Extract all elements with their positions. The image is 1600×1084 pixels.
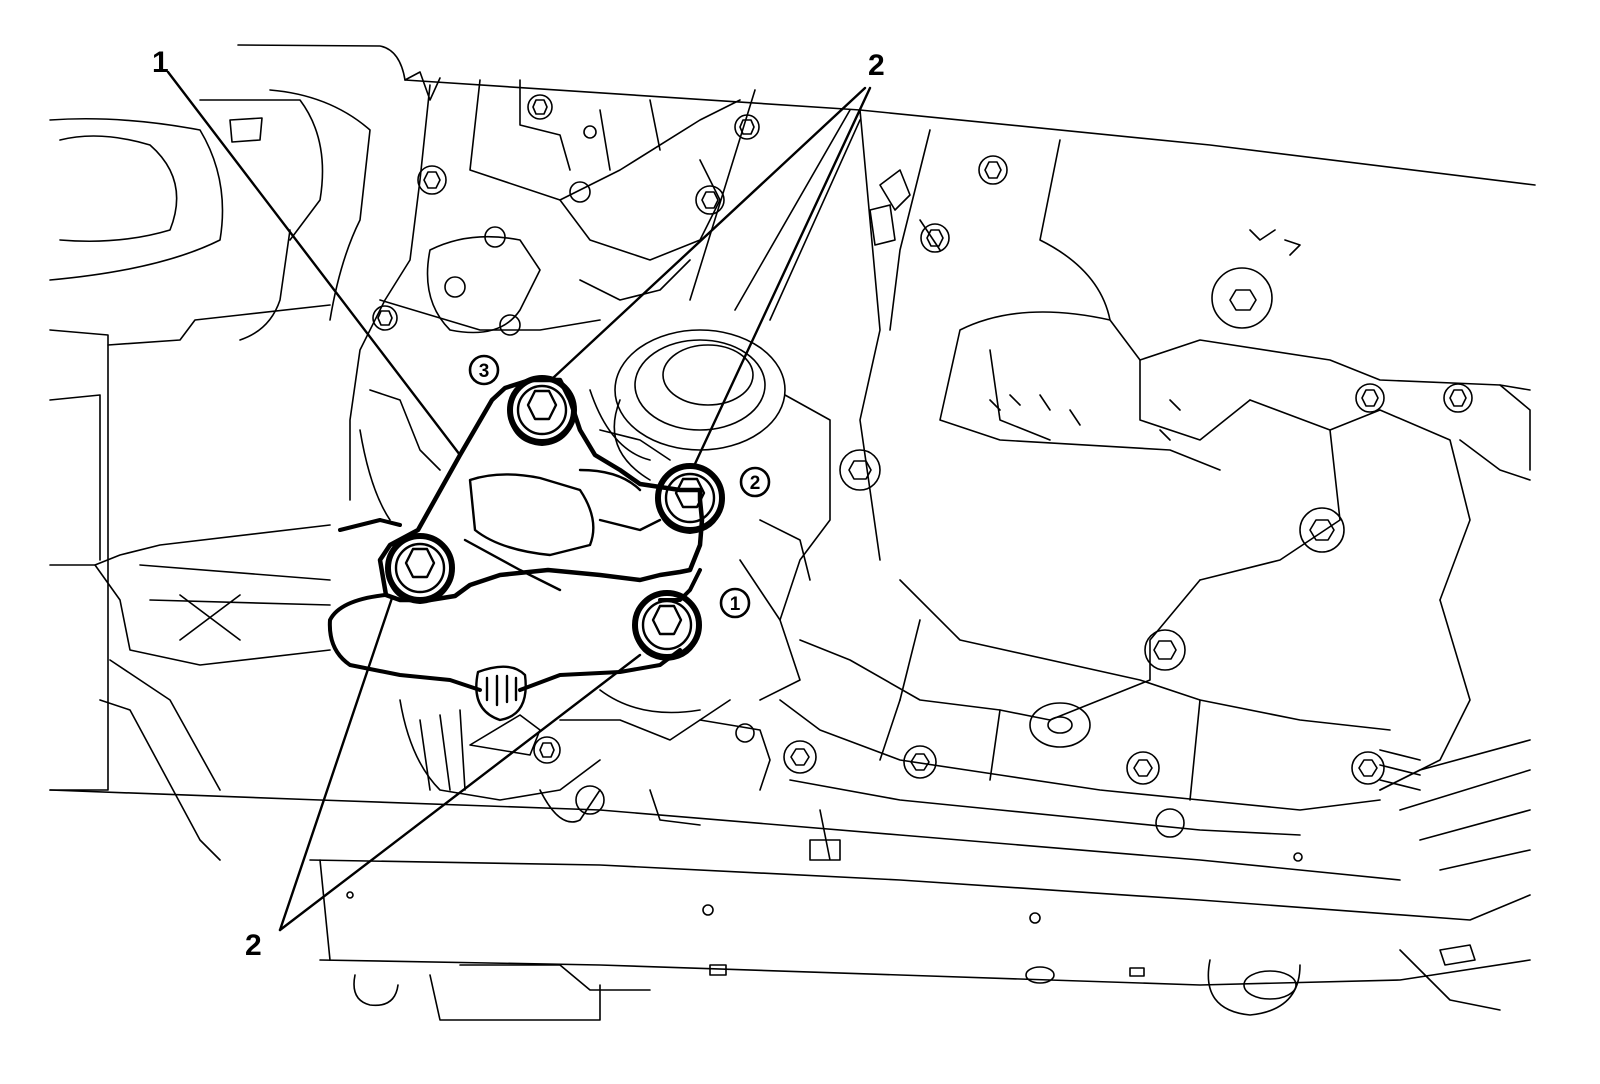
sequence-marker-third: 3 <box>468 354 500 386</box>
bolt-bg-2 <box>695 185 725 215</box>
leader-bolt-bottom-a <box>278 596 394 932</box>
sequence-label-second: 2 <box>750 473 761 494</box>
sequence-marker-second: 2 <box>739 466 771 498</box>
cover-bolt-first <box>632 590 702 661</box>
leader-cover <box>166 70 462 457</box>
callout-bolts-bottom: 2 <box>245 929 262 962</box>
sequence-label-first: 1 <box>730 594 741 615</box>
bolt-bg-1 <box>417 165 447 195</box>
bolt-bg-15 <box>533 736 561 764</box>
callout-bolts-top: 2 <box>868 49 885 82</box>
callout-cover: 1 <box>152 46 169 79</box>
vehicle-line-art <box>49 44 1536 1021</box>
bolt-bg-7 <box>1299 507 1345 553</box>
tightening-sequence: 3 2 1 <box>468 354 771 619</box>
cover-bolt-second <box>655 463 725 534</box>
bolt-bg-16 <box>527 94 553 120</box>
background-bolts <box>372 94 1473 785</box>
bolt-bg-10 <box>1443 383 1473 413</box>
bolt-bg-9 <box>1355 383 1385 413</box>
leader-lines <box>166 70 872 932</box>
cover-bolt-left <box>385 533 455 604</box>
callout-labels: 1 2 2 <box>152 46 885 962</box>
bolt-bg-11 <box>783 740 817 774</box>
sequence-label-third: 3 <box>479 361 490 382</box>
bolt-bg-14 <box>1351 751 1385 785</box>
bolt-bg-3 <box>372 305 398 331</box>
bolt-bg-12 <box>903 745 937 779</box>
leader-bolt-top-b <box>692 86 872 468</box>
bolt-bg-13 <box>1126 751 1160 785</box>
bolt-bg-5 <box>920 223 950 253</box>
cover-bolt-third <box>507 375 577 446</box>
cover-bolts <box>385 375 725 661</box>
bolt-bg-4 <box>978 155 1008 185</box>
sequence-marker-first: 1 <box>719 587 751 619</box>
leader-bolt-bottom-b <box>278 653 642 932</box>
bolt-bg-8 <box>1144 629 1186 671</box>
leader-bolt-top-a <box>551 86 867 380</box>
bolt-bg-17 <box>734 114 760 140</box>
bolt-bg-6 <box>839 449 881 491</box>
